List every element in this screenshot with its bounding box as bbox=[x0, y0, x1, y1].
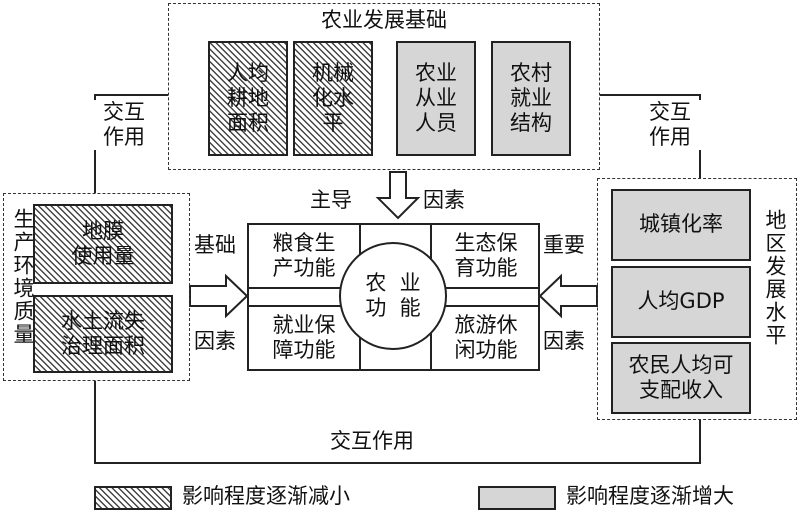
region-title: 地区发展水平 bbox=[763, 209, 787, 347]
env-item-label: 水土流失 治理面积 bbox=[61, 308, 145, 358]
region-item-label: 农民人均可 支配收入 bbox=[628, 352, 734, 402]
interaction-right-label: 交互 作用 bbox=[638, 100, 702, 151]
foundation-item-label: 农村 就业 结构 bbox=[510, 60, 552, 136]
factor-top-label: 因素 bbox=[423, 188, 465, 212]
env-title: 生产环境质量 bbox=[11, 208, 35, 346]
foundation-item-farmland: 人均 耕地 面积 bbox=[208, 41, 288, 156]
env-item-film: 地膜 使用量 bbox=[33, 204, 173, 284]
region-group: 城镇化率 人均GDP 农民人均可 支配收入 地区发展水平 bbox=[597, 178, 797, 420]
legend-hatch-swatch bbox=[94, 486, 172, 510]
foundation-item-workers: 农业 从业 人员 bbox=[396, 41, 476, 156]
region-item-income: 农民人均可 支配收入 bbox=[611, 342, 751, 414]
foundation-title: 农业发展基础 bbox=[321, 8, 447, 32]
function-grid: 粮食生 产功能 生态保 育功能 就业保 障功能 旅游休 闲功能 bbox=[247, 223, 540, 371]
basic-label: 基础 bbox=[194, 233, 236, 257]
env-item-erosion: 水土流失 治理面积 bbox=[33, 295, 173, 373]
env-group: 生产环境质量 地膜 使用量 水土流失 治理面积 bbox=[3, 193, 190, 381]
legend-grey-swatch bbox=[478, 486, 556, 510]
function-employment: 就业保 障功能 bbox=[272, 312, 336, 362]
region-item-label: 人均GDP bbox=[637, 289, 725, 314]
factor-left-label: 因素 bbox=[194, 329, 236, 353]
agriculture-function-circle: 农 业 功 能 bbox=[339, 242, 447, 350]
agriculture-function-label: 农 业 功 能 bbox=[365, 270, 421, 320]
interaction-bottom-label: 交互作用 bbox=[326, 429, 418, 455]
foundation-group: 农业发展基础 人均 耕地 面积 机械 化水 平 农业 从业 人员 农村 就业 结… bbox=[168, 3, 600, 170]
legend-decrease-label: 影响程度逐渐减小 bbox=[182, 484, 350, 508]
dominant-label: 主导 bbox=[310, 188, 352, 212]
foundation-item-label: 机械 化水 平 bbox=[312, 60, 354, 136]
important-label: 重要 bbox=[543, 233, 585, 257]
region-item-gdp: 人均GDP bbox=[611, 266, 751, 338]
env-item-label: 地膜 使用量 bbox=[71, 218, 135, 268]
function-tourism: 旅游休 闲功能 bbox=[454, 312, 518, 362]
function-ecology: 生态保 育功能 bbox=[454, 230, 518, 280]
interaction-left-label: 交互 作用 bbox=[92, 100, 156, 151]
factor-right-label: 因素 bbox=[543, 329, 585, 353]
foundation-item-mechanization: 机械 化水 平 bbox=[293, 41, 373, 156]
region-item-urbanization: 城镇化率 bbox=[611, 189, 751, 261]
legend-increase-label: 影响程度逐渐增大 bbox=[566, 484, 734, 508]
foundation-item-label: 人均 耕地 面积 bbox=[227, 60, 269, 136]
function-grain: 粮食生 产功能 bbox=[272, 230, 336, 280]
region-item-label: 城镇化率 bbox=[639, 212, 723, 237]
foundation-item-employment: 农村 就业 结构 bbox=[491, 41, 571, 156]
foundation-item-label: 农业 从业 人员 bbox=[415, 60, 457, 136]
